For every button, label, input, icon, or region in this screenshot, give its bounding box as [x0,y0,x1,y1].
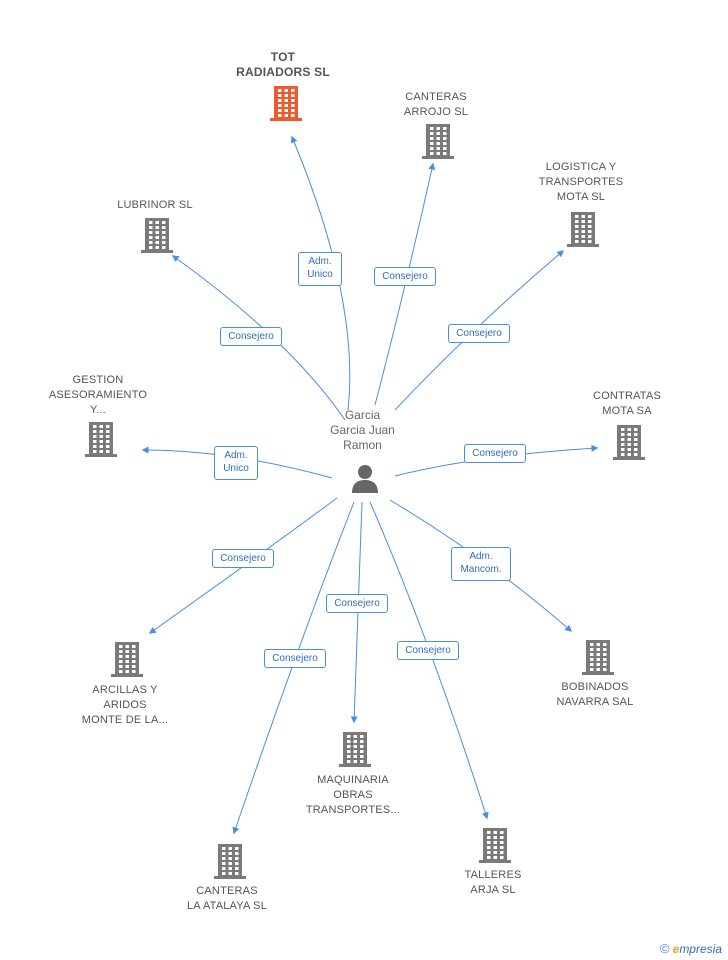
role-badge-tot: Adm. Unico [298,252,342,286]
building-icon[interactable] [85,420,117,458]
building-icon[interactable] [613,423,645,461]
building-icon[interactable] [422,122,454,160]
building-icon[interactable] [567,210,599,248]
copyright-symbol: © [660,941,670,956]
company-label-contratas[interactable]: CONTRATAS MOTA SA [592,390,661,417]
building-icon[interactable] [214,842,246,880]
building-icon[interactable] [479,826,511,864]
role-badge-gestion: Adm. Unico [214,446,258,480]
building-icon[interactable] [339,730,371,768]
person-icon[interactable] [349,462,381,494]
edge-canteras [374,162,436,406]
company-label-canteras[interactable]: CANTERAS ARROJO SL [403,91,469,118]
company-label-maquinaria[interactable]: MAQUINARIA OBRAS TRANSPORTES... [305,774,401,816]
company-label-arcillas[interactable]: ARCILLAS Y ARIDOS MONTE DE LA... [81,684,169,726]
company-label-bobinados[interactable]: BOBINADOS NAVARRA SAL [556,681,634,708]
role-badge-bobinados: Adm. Mancom. [451,547,511,581]
brand-initial: e [672,942,680,956]
company-label-logistica[interactable]: LOGISTICA Y TRANSPORTES MOTA SL [538,161,624,203]
role-badge-maquinaria: Consejero [326,594,388,613]
role-badge-logistica: Consejero [448,324,510,343]
role-badge-talleres: Consejero [397,641,459,660]
role-badge-atalaya: Consejero [264,649,326,668]
building-icon[interactable] [582,638,614,676]
role-badge-arcillas: Consejero [212,549,274,568]
role-badge-contratas: Consejero [464,444,526,463]
company-label-talleres[interactable]: TALLERES ARJA SL [464,869,522,896]
building-icon[interactable] [111,640,143,678]
brand-name: mpresia [679,942,722,956]
company-label-tot[interactable]: TOT RADIADORS SL [236,50,330,79]
building-icon[interactable] [141,216,173,254]
building-icon[interactable] [270,84,302,122]
empresia-logo: ©empresia [660,941,722,956]
company-label-atalaya[interactable]: CANTERAS LA ATALAYA SL [186,885,268,912]
edge-tot [290,135,351,411]
role-badge-canteras: Consejero [374,267,436,286]
role-badge-lubrinor: Consejero [220,327,282,346]
company-label-gestion[interactable]: GESTION ASESORAMIENTO Y... [48,374,148,416]
center-person-name: Garcia Garcia Juan Ramon [330,408,395,452]
company-label-lubrinor[interactable]: LUBRINOR SL [117,199,193,211]
